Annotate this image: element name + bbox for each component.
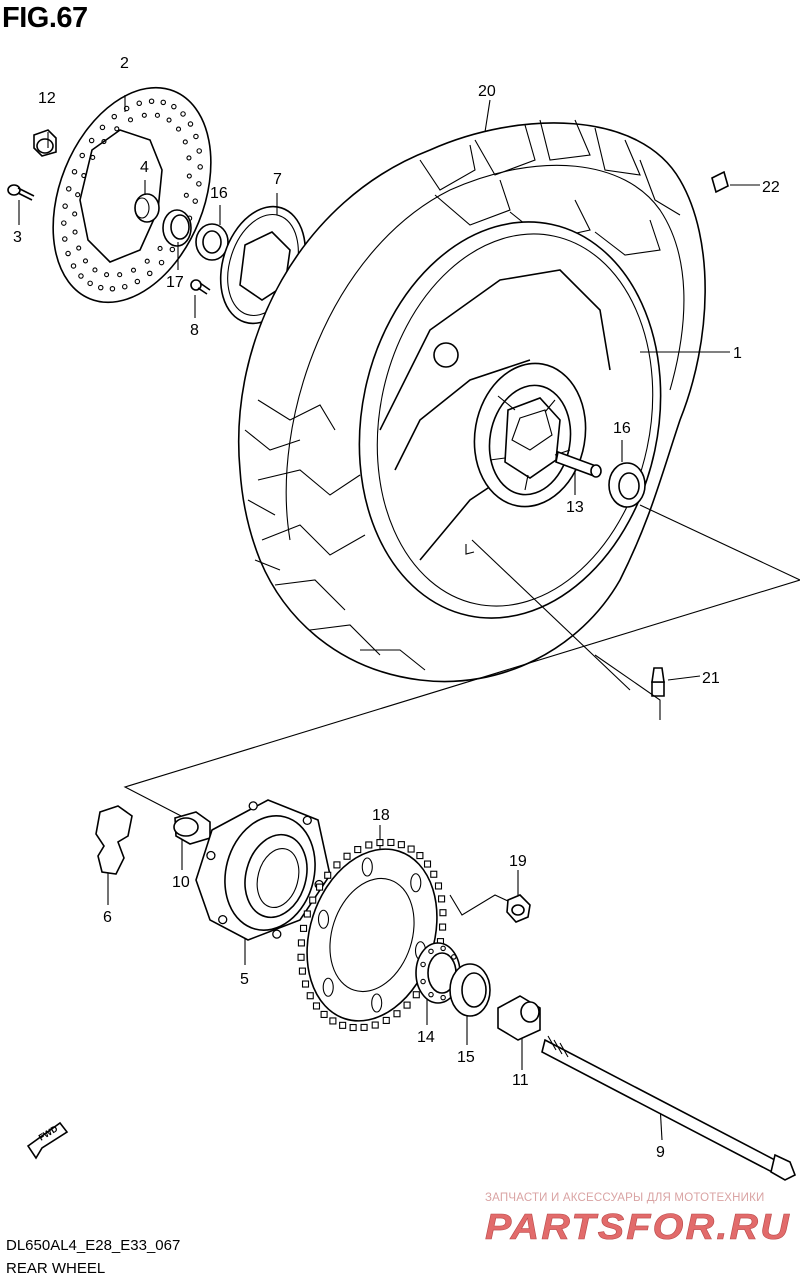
callout-19: 19 [509,853,527,870]
axle-spacer[interactable] [497,995,541,1041]
drum-bearing[interactable] [415,942,461,1004]
oil-seal[interactable] [162,209,192,247]
figure-caption: REAR WHEEL [6,1260,106,1277]
rotor-screw[interactable] [190,279,211,295]
callout-16-upper: 16 [210,185,228,202]
disc-nut[interactable] [33,129,57,157]
callout-1: 1 [733,345,742,362]
callout-6: 6 [103,909,112,926]
rear-sprocket[interactable] [286,832,458,1038]
watermark-tagline: ЗАПЧАСТИ И АКСЕССУАРЫ ДЛЯ МОТОТЕХНИКИ [485,1192,765,1204]
callout-4: 4 [140,159,149,176]
callout-5: 5 [240,971,249,988]
spacer-collar[interactable] [134,193,160,223]
wheel-damper-cushion[interactable] [95,805,133,875]
model-code: DL650AL4_E28_E33_067 [6,1237,181,1254]
rear-wheel-rim[interactable] [324,194,697,647]
callout-8: 8 [190,322,199,339]
callout-14: 14 [417,1029,435,1046]
watermark-logo-text: PARTSFOR.RU [485,1207,791,1245]
sprocket-mounting-drum[interactable] [195,799,331,941]
tire-valve[interactable] [651,667,665,697]
callout-11: 11 [512,1072,529,1089]
callout-3: 3 [13,229,22,246]
disc-bolt[interactable] [7,184,35,201]
distance-collar[interactable] [555,450,602,478]
callout-21: 21 [702,670,720,687]
drum-oil-seal[interactable] [449,963,491,1017]
cushion-retainer[interactable] [173,811,211,845]
balancer-weight[interactable] [711,170,729,194]
callout-10: 10 [172,874,190,891]
rear-axle[interactable] [541,1035,797,1181]
callout-2: 2 [120,55,129,72]
wheel-bearing-right[interactable] [608,462,646,508]
callout-labels: 1 2 3 4 5 6 7 8 9 10 11 12 13 14 15 16 1… [13,55,780,1161]
callout-18: 18 [372,807,390,824]
callout-7: 7 [273,171,282,188]
callout-20: 20 [478,83,496,100]
brake-disc[interactable] [23,64,240,326]
callout-16-right: 16 [613,420,631,437]
callout-12: 12 [38,90,56,107]
callout-22: 22 [762,179,780,196]
callout-13: 13 [566,499,584,516]
callout-17: 17 [166,274,184,291]
callout-15: 15 [457,1049,475,1066]
sprocket-nut[interactable] [506,894,531,923]
watermark-logo: PARTSFOR.RU [485,1207,791,1245]
figure-title: FIG.67 [2,2,88,34]
callout-9: 9 [656,1144,665,1161]
forward-direction-arrow: FWD [26,1121,69,1160]
wheel-bearing-upper[interactable] [195,223,229,261]
